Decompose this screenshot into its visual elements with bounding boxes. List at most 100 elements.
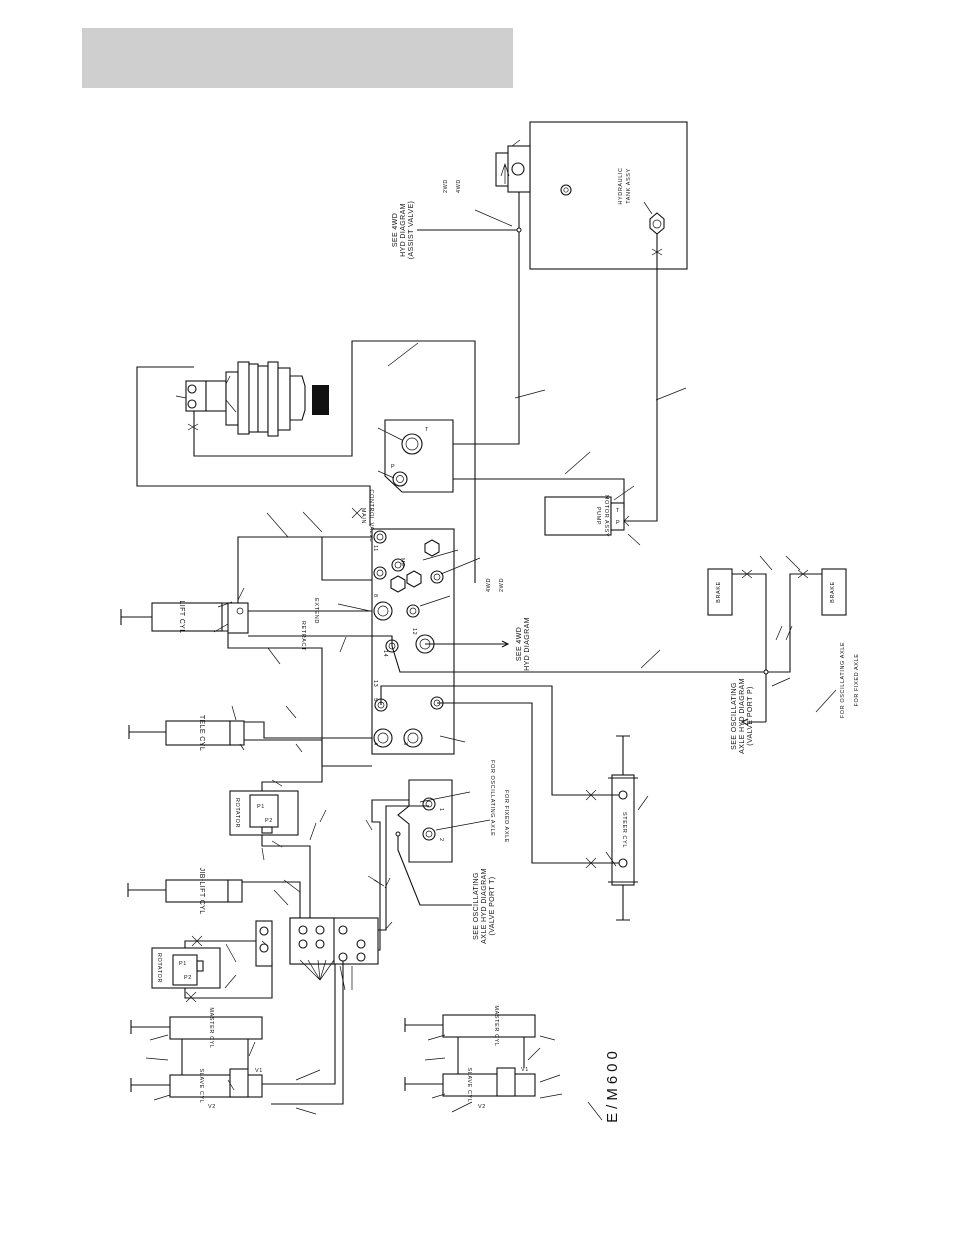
valve-inlet-block (384, 419, 454, 493)
handle-line-b (193, 340, 476, 583)
pump-motor-assy: PUMP MOTOR ASSY T P (544, 495, 625, 537)
handle-line-a (136, 366, 371, 526)
tele-line-a (244, 721, 372, 739)
lift-lower-line (227, 633, 372, 767)
valve-port-p-label: P (391, 464, 395, 470)
four-wd-ref-2: HYD DIAGRAM (524, 617, 531, 671)
pump-pressure-line (405, 478, 625, 509)
lift-port-11-line (237, 536, 372, 603)
valve-port-12: 12 (411, 628, 417, 635)
valve-port-5: 5 (372, 698, 378, 702)
axle-valve-ref-leader (397, 834, 472, 906)
valve-tag-2wd: 2WD (499, 578, 505, 592)
master-cylinder-right: MASTER CYL (404, 1005, 536, 1047)
tank-body (529, 121, 688, 270)
rotator-bottom-label: ROTATOR (156, 953, 162, 983)
control-handle-knob (312, 385, 329, 415)
brake-right (821, 568, 847, 616)
tele-cyl-label: TELE CYL (198, 715, 205, 751)
valve-tag-4wd: 4WD (486, 578, 492, 592)
tele-cyl-valve (229, 720, 245, 746)
rotator-top-p2: P2 (265, 818, 273, 824)
brake-note-oscillating: FOR OSCILLATING AXLE (840, 642, 846, 718)
model-label: E/M600 (604, 1047, 621, 1123)
brake-left (707, 568, 733, 616)
steer-line-a (437, 702, 619, 864)
brake-right-label: BRAKE (830, 581, 836, 603)
master-slave-left-link (181, 1039, 249, 1075)
tank-filler-neck (507, 145, 531, 193)
lift-cyl-label: LIFT CYL (178, 600, 185, 633)
pump-label-1: PUMP (595, 507, 601, 525)
master-right-label: MASTER CYL (493, 1005, 499, 1046)
manifold-line-a (378, 805, 429, 931)
header-band (82, 28, 513, 88)
valve-port-p-icon (392, 471, 408, 487)
manifold-line-master (271, 961, 344, 1105)
rotator-top-line-b (261, 835, 311, 930)
manifold-line-b (371, 799, 409, 951)
steer-cyl-label: STEER CYL (621, 812, 627, 848)
axle-valve-ref-2: AXLE HYD DIAGRAM (481, 868, 488, 944)
main-control-valve: T P MAIN CONTROL VALVE 11 MP 8 12 14 13 … (360, 419, 505, 755)
valve-port-14: 14 (382, 650, 388, 657)
valve-port-4: 4 (372, 742, 378, 746)
tank-label-1: HYDRAULIC (618, 167, 624, 204)
control-handle-assy (185, 361, 329, 437)
hose-break-marks (185, 507, 385, 1003)
valve-port-3: 3 (402, 742, 408, 746)
tank-suction-line (624, 234, 658, 522)
brake-ref-2: AXLE HYD DIAGRAM (739, 678, 746, 754)
lift-cyl-barrel (151, 602, 223, 632)
tank-tag-2wd: 2WD (443, 179, 449, 193)
master-slave-right-link (457, 1037, 525, 1074)
steer-line-b (380, 685, 619, 796)
rotator-bottom-line-b (184, 961, 273, 999)
pump-label-2: MOTOR ASSY (603, 495, 609, 537)
jib-cyl-label: JIB-LIFT CYL (198, 867, 205, 914)
master-right-barrel (442, 1014, 536, 1038)
master-left-barrel (169, 1016, 263, 1040)
jib-line (242, 881, 301, 930)
valve-port-mp: MP (399, 558, 405, 567)
brake-left-label: BRAKE (716, 581, 722, 603)
rotator-top-label: ROTATOR (234, 798, 240, 828)
axle-valve-block: 1 2 (397, 779, 453, 863)
lift-retract-line (248, 635, 393, 646)
assist-note-3: (ASSIST VALVE) (408, 201, 415, 260)
slave-cylinder-right: SLAVE CYL V1 V2 (404, 1067, 536, 1110)
slave-right-v1: V1 (521, 1067, 529, 1073)
platform-manifold (289, 917, 379, 965)
axle-valve-body (397, 779, 453, 863)
slave-left-label: SLAVE CYL (198, 1069, 204, 1104)
slave-cylinder-left: SLAVE CYL V1 V2 (130, 1068, 263, 1110)
valve-port-8: 8 (372, 594, 378, 598)
brake-pressure-line (391, 645, 766, 673)
valve-label-1: MAIN (360, 508, 366, 524)
slave-right-v2: V2 (478, 1104, 486, 1110)
pump-port-t: T (616, 508, 620, 514)
rotator-top-p1: P1 (257, 804, 265, 810)
lift-cyl-valve (227, 602, 249, 634)
manifold-line-slave (262, 964, 336, 1085)
master-cylinder-left: MASTER CYL (130, 1007, 263, 1049)
slave-left-v1: V1 (255, 1068, 263, 1074)
brake-ref-1: SEE OSCILLATING (731, 682, 738, 750)
four-wd-ref-1: SEE 4WD (516, 627, 523, 661)
valve-port-11: 11 (372, 545, 378, 552)
callout-leaders (145, 139, 837, 1121)
rotator-bottom-p2: P2 (184, 975, 192, 981)
four-wd-arrow-icon (501, 640, 510, 648)
tank-label-2: TANK ASSY (626, 168, 632, 204)
master-left-label: MASTER CYL (208, 1007, 214, 1048)
assist-note-2: HYD DIAGRAM (400, 203, 407, 257)
brake-note-fixed: FOR FIXED AXLE (854, 653, 860, 706)
rotator-top-line-a (261, 740, 323, 791)
brake-ref-3: (VALVE PORT P) (747, 686, 754, 746)
tele-cylinder: TELE CYL (128, 715, 245, 751)
slave-right-barrel (442, 1073, 536, 1097)
hydraulic-tank: HYDRAULIC TANK ASSY 2WD 4WD (443, 121, 688, 270)
valve-label-2: CONTROL VALVE (368, 490, 374, 543)
jib-cyl-barrel (165, 879, 229, 903)
